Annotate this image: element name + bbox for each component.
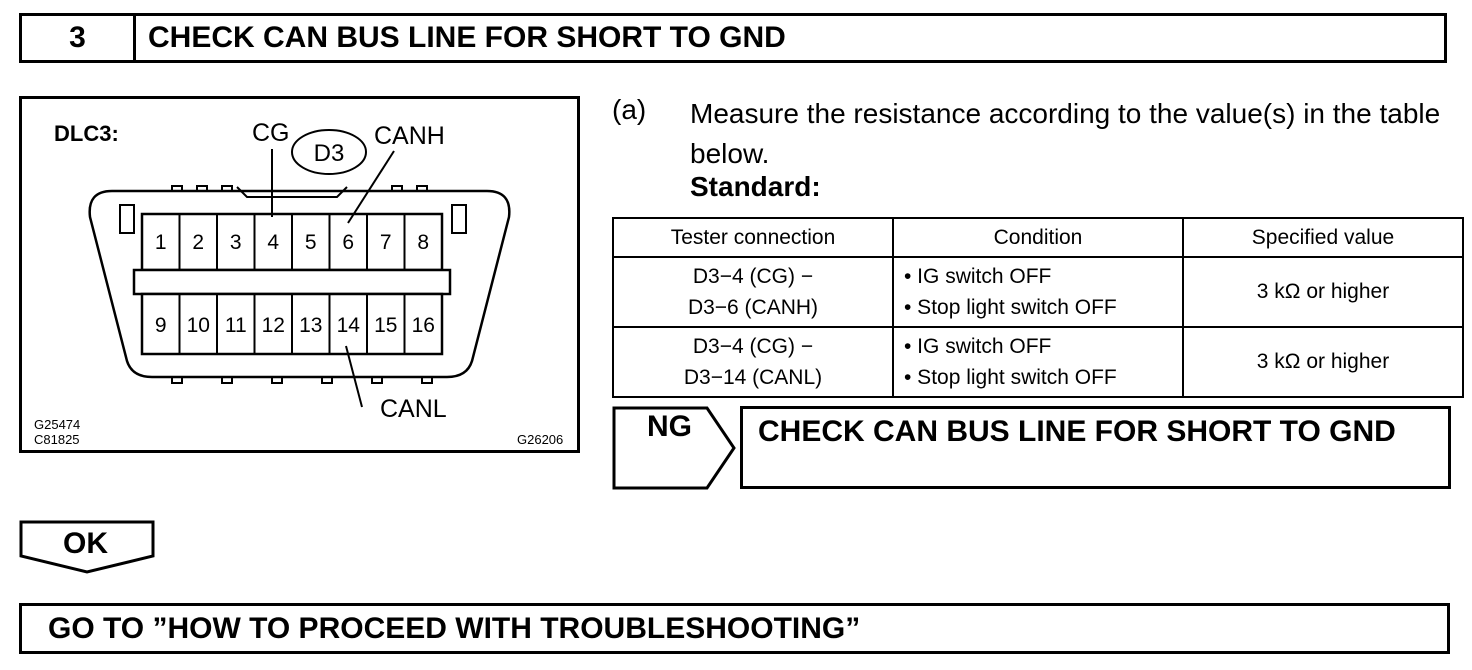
pin-number: 16 bbox=[412, 314, 435, 337]
connection-line: D3−6 (CANH) bbox=[687, 296, 819, 319]
connection-line: D3−4 (CG) − bbox=[692, 265, 814, 288]
header-tester-connection: Tester connection bbox=[612, 217, 894, 258]
pin-number: 8 bbox=[417, 231, 429, 254]
instruction-label: (a) bbox=[612, 94, 647, 125]
ng-arrow-shape bbox=[612, 406, 736, 490]
canl-leader bbox=[345, 345, 363, 408]
pin-number: 9 bbox=[155, 314, 167, 337]
bottom-notches bbox=[171, 377, 433, 384]
condition-line: • Stop light switch OFF bbox=[904, 366, 1117, 389]
pin-number: 15 bbox=[374, 314, 397, 337]
condition-line: • IG switch OFF bbox=[904, 335, 1052, 358]
header-condition: Condition bbox=[892, 217, 1184, 258]
condition-line: • Stop light switch OFF bbox=[904, 296, 1117, 319]
connection-line: D3−14 (CANL) bbox=[683, 366, 823, 389]
pin-number: 1 bbox=[155, 231, 167, 254]
pin-number: 3 bbox=[230, 231, 242, 254]
pin-number: 11 bbox=[225, 314, 247, 337]
pin-number: 7 bbox=[380, 231, 392, 254]
connector-outline bbox=[88, 189, 511, 379]
step-number: 3 bbox=[22, 16, 136, 60]
ng-label: NG bbox=[647, 410, 692, 443]
ok-arrow-shape bbox=[19, 520, 155, 574]
standard-label: Standard: bbox=[690, 171, 821, 202]
canh-label: CANH bbox=[374, 122, 445, 150]
ref-code-2: C81825 bbox=[34, 432, 80, 447]
pin-number: 6 bbox=[342, 231, 354, 254]
pin-number: 13 bbox=[299, 314, 322, 337]
right-latch bbox=[451, 204, 467, 234]
connector-label: DLC3: bbox=[54, 121, 119, 146]
cg-label: CG bbox=[252, 119, 290, 147]
pin-number: 14 bbox=[337, 314, 361, 337]
canh-leader bbox=[347, 150, 395, 224]
instruction-text: Measure the resistance according to the … bbox=[690, 98, 1441, 169]
header-specified-value: Specified value bbox=[1182, 217, 1464, 258]
connector-id: D3 bbox=[314, 140, 345, 167]
pin-number: 5 bbox=[305, 231, 317, 254]
center-divider bbox=[132, 268, 452, 296]
cell-connection: D3−4 (CG) − D3−6 (CANH) bbox=[612, 256, 894, 328]
table-row: D3−4 (CG) − D3−6 (CANH) • IG switch OFF … bbox=[612, 256, 1464, 328]
goto-text: GO TO ”HOW TO PROCEED WITH TROUBLESHOOTI… bbox=[48, 611, 861, 645]
ng-action-box: CHECK CAN BUS LINE FOR SHORT TO GND bbox=[740, 406, 1451, 489]
ref-code-1: G25474 bbox=[34, 417, 80, 432]
spec-table: Tester connection Condition Specified va… bbox=[612, 217, 1464, 398]
ok-label: OK bbox=[63, 527, 108, 560]
canl-label: CANL bbox=[380, 395, 447, 423]
cell-condition: • IG switch OFF • Stop light switch OFF bbox=[892, 326, 1184, 398]
table-header-row: Tester connection Condition Specified va… bbox=[612, 217, 1464, 258]
connection-line: D3−4 (CG) − bbox=[692, 335, 814, 358]
left-latch bbox=[119, 204, 135, 234]
ng-action-text: CHECK CAN BUS LINE FOR SHORT TO GND bbox=[758, 415, 1396, 448]
pin-number: 12 bbox=[262, 314, 285, 337]
pin-number: 2 bbox=[192, 231, 204, 254]
cell-condition: • IG switch OFF • Stop light switch OFF bbox=[892, 256, 1184, 328]
goto-box: GO TO ”HOW TO PROCEED WITH TROUBLESHOOTI… bbox=[19, 603, 1450, 654]
condition-line: • IG switch OFF bbox=[904, 265, 1052, 288]
table-row: D3−4 (CG) − D3−14 (CANL) • IG switch OFF… bbox=[612, 326, 1464, 398]
connector-id-ellipse bbox=[291, 129, 367, 175]
ref-code-3: G26206 bbox=[517, 432, 563, 447]
top-notches bbox=[171, 185, 428, 191]
cell-connection: D3−4 (CG) − D3−14 (CANL) bbox=[612, 326, 894, 398]
pin-number: 10 bbox=[187, 314, 210, 337]
step-title: CHECK CAN BUS LINE FOR SHORT TO GND bbox=[148, 21, 786, 54]
pin-number: 4 bbox=[267, 231, 279, 254]
cell-value: 3 kΩ or higher bbox=[1182, 256, 1464, 328]
step-header: 3 CHECK CAN BUS LINE FOR SHORT TO GND bbox=[19, 13, 1447, 63]
cell-value: 3 kΩ or higher bbox=[1182, 326, 1464, 398]
key-tab bbox=[236, 186, 348, 198]
